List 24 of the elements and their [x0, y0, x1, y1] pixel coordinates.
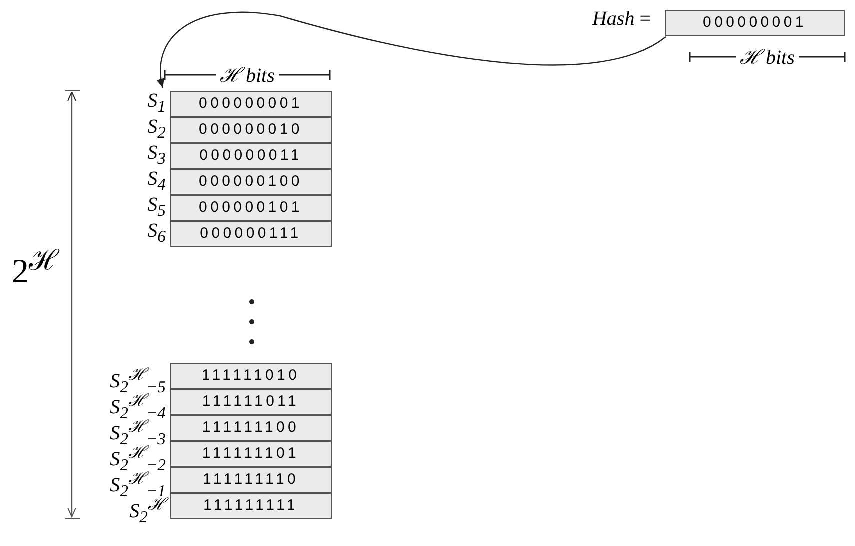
bit-string-row: 111111100	[170, 415, 332, 441]
bit-string-row: 000000010	[170, 117, 332, 143]
row-label: S$_{2}$	[148, 116, 166, 143]
row-label: S$_{1}$	[148, 90, 166, 117]
dimension-label: 2$^{ℋ}$	[12, 245, 59, 292]
row-label: S$_{3}$	[148, 142, 166, 169]
bit-string-row: 111111111	[170, 493, 332, 519]
bit-string-row: 111111010	[170, 363, 332, 389]
dimension-label: ℋ bits	[220, 64, 275, 88]
hash-value-box: 000000001	[665, 10, 845, 36]
row-label: S$_{6}$	[148, 220, 166, 247]
bit-string-row: 111111110	[170, 467, 332, 493]
bit-string-row: 000000011	[170, 143, 332, 169]
bit-string-row: 000000111	[170, 221, 332, 247]
row-label: S$_{4}$	[148, 168, 166, 195]
curved-arrow	[157, 12, 666, 88]
bit-string-row: 111111101	[170, 441, 332, 467]
bit-string-row: 000000100	[170, 169, 332, 195]
bit-string-row: 111111011	[170, 389, 332, 415]
row-label: S$_{5}$	[148, 194, 166, 221]
hash-label: Hash =	[592, 8, 651, 31]
dimension-label: ℋ bits	[740, 46, 795, 70]
bit-string-row: 000000101	[170, 195, 332, 221]
bit-string-row: 000000001	[170, 91, 332, 117]
